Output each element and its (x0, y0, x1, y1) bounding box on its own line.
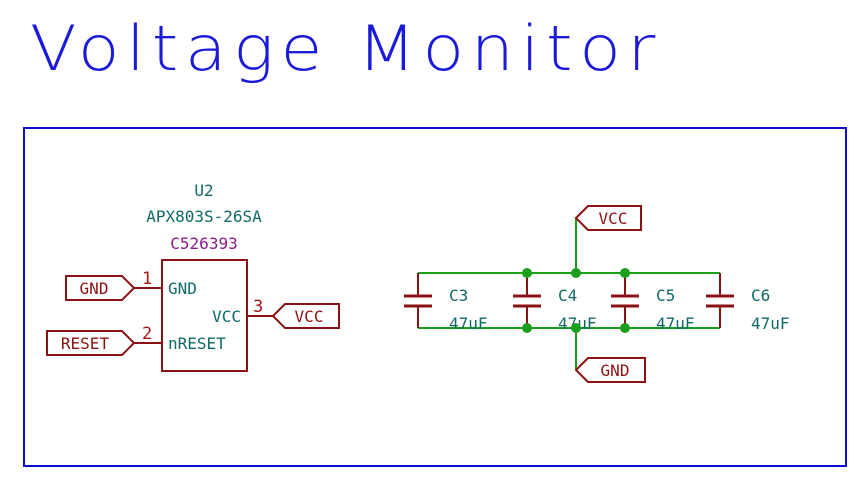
capacitor-c3[interactable]: C3 47uF (404, 273, 488, 333)
capacitor-value: 47uF (751, 314, 790, 333)
capacitor-c6[interactable]: C6 47uF (706, 273, 790, 333)
capacitor-reference: C6 (751, 286, 770, 305)
label-shape (65, 275, 136, 301)
capacitor-value: 47uF (656, 314, 695, 333)
ic-reference: U2 (194, 181, 213, 200)
label-text: VCC (599, 209, 628, 228)
sheet-title: Voltage Monitor (30, 12, 662, 85)
label-ic-vcc[interactable]: VCC (271, 303, 340, 329)
label-shape (46, 330, 136, 356)
pin-3-name: VCC (212, 307, 241, 326)
pin-1-number: 1 (142, 269, 152, 289)
label-shape (574, 205, 642, 231)
label-ic-reset[interactable]: RESET (46, 330, 136, 356)
capacitor-c5[interactable]: C5 47uF (611, 273, 695, 333)
ic-lcsc-part: C526393 (170, 234, 237, 253)
label-text: GND (601, 361, 630, 380)
label-shape (574, 357, 646, 383)
label-text: VCC (295, 307, 324, 326)
pin-2-name: nRESET (168, 334, 226, 353)
junction-dot (522, 268, 532, 278)
junction-dot (620, 268, 630, 278)
pin-2-number: 2 (142, 324, 152, 344)
ic-u2[interactable]: U2 APX803S-26SA C526393 1 GND 3 VCC 2 nR… (134, 181, 273, 372)
label-caps-vcc[interactable]: VCC (574, 205, 642, 231)
capacitor-group: C347uFC447uFC547uFC647uF (404, 273, 790, 333)
junctions (522, 268, 630, 333)
label-text: GND (80, 279, 109, 298)
label-ic-gnd[interactable]: GND (65, 275, 136, 301)
ic-body (161, 259, 248, 372)
label-text: RESET (61, 334, 110, 353)
sheet-frame (23, 127, 847, 467)
pin-1-name: GND (168, 279, 197, 298)
label-shape (271, 303, 340, 329)
junction-dot (571, 323, 581, 333)
capacitor-value: 47uF (449, 314, 488, 333)
junction-dot (620, 323, 630, 333)
capacitor-reference: C4 (558, 286, 577, 305)
junction-dot (522, 323, 532, 333)
junction-dot (571, 268, 581, 278)
label-caps-gnd[interactable]: GND (574, 357, 646, 383)
ic-value: APX803S-26SA (146, 207, 262, 226)
capacitor-reference: C3 (449, 286, 468, 305)
capacitor-reference: C5 (656, 286, 675, 305)
wires (418, 218, 720, 370)
pin-3-number: 3 (253, 297, 263, 317)
